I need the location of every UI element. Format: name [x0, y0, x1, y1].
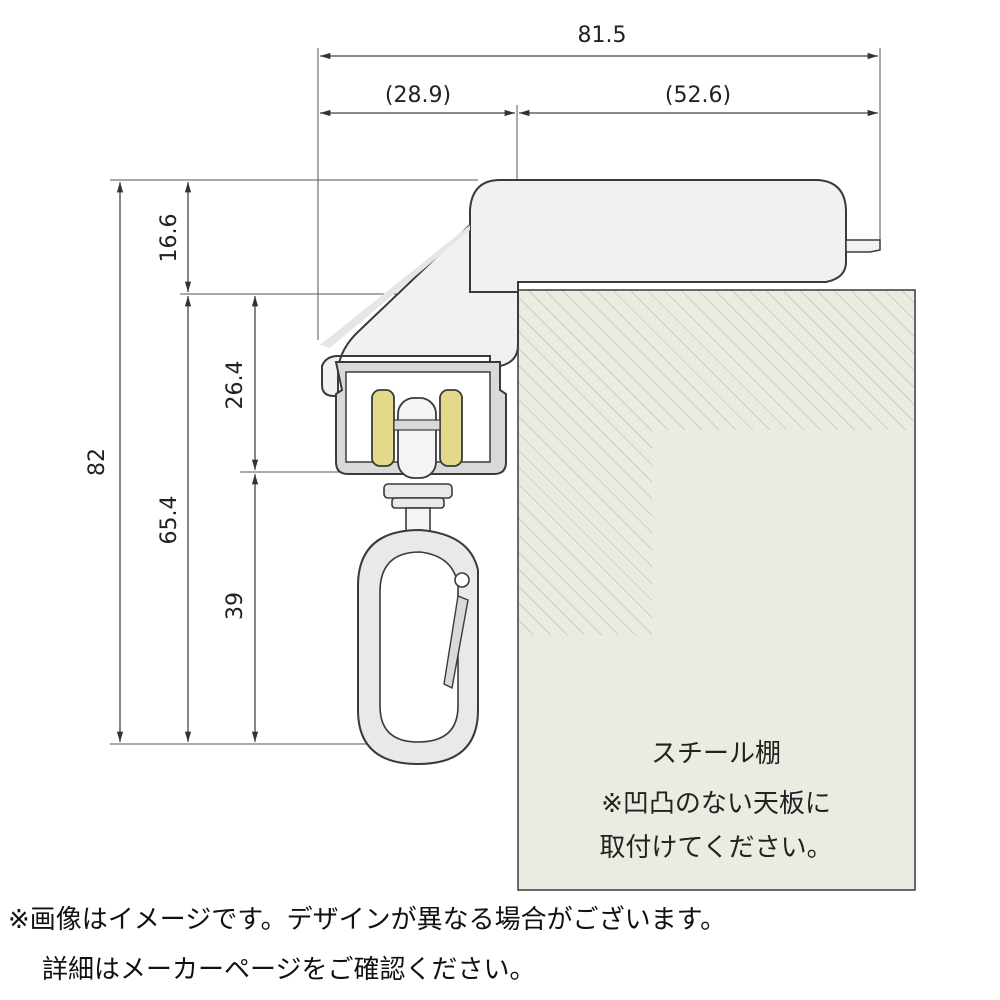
dim-right-width: (52.6): [665, 83, 731, 108]
carabiner-hook: [357, 528, 479, 766]
dim-top-height: 16.6: [157, 214, 182, 263]
dim-hook-height: 39: [223, 592, 248, 620]
dim-left-width: (28.9): [385, 83, 451, 108]
dim-overall-height: 82: [85, 448, 110, 476]
footer-line2: 詳細はメーカーページをご確認ください。: [42, 955, 535, 985]
dim-overall-width: 81.5: [578, 23, 627, 48]
dim-lower-height: 65.4: [157, 496, 182, 545]
bracket: [320, 179, 881, 397]
dim-rail-height: 26.4: [223, 361, 248, 410]
roller-assembly: [371, 389, 463, 479]
shelf-title: スチール棚: [651, 739, 781, 769]
dimension-lines: [116, 52, 878, 742]
shelf-note-line1: ※凹凸のない天板に: [601, 789, 831, 819]
steel-shelf: [517, 289, 916, 891]
shelf-note-line2: 取付けてください。: [599, 833, 832, 863]
footer-line1: ※画像はイメージです。デザインが異なる場合がございます。: [8, 905, 726, 935]
